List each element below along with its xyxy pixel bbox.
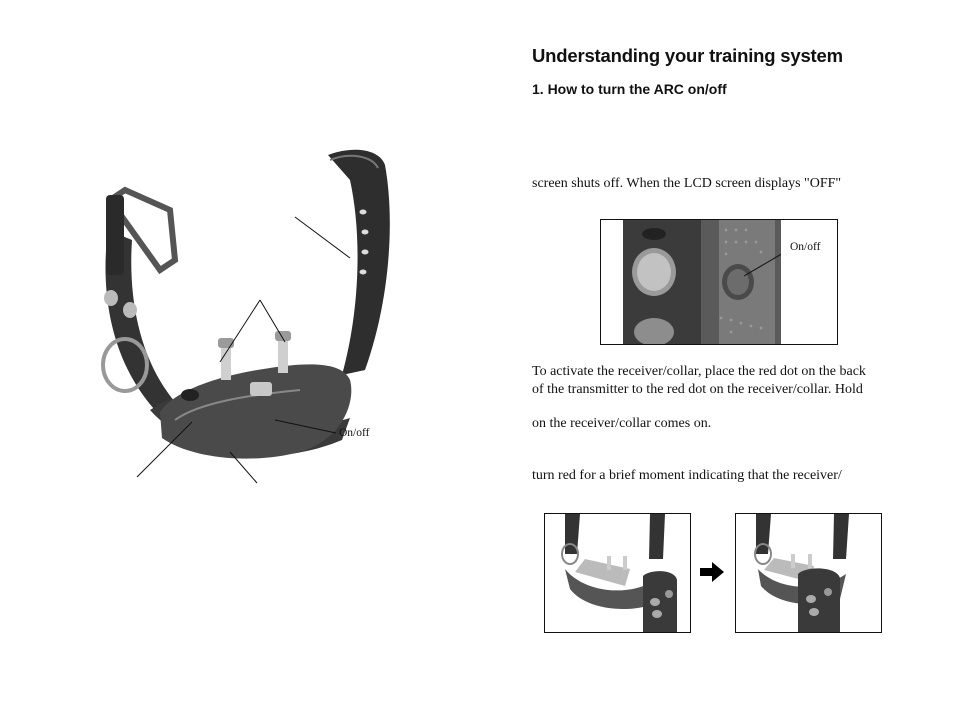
- collar-drawing: [101, 149, 390, 484]
- pairing-photo-after: [735, 513, 882, 633]
- pairing-before-drawing: [561, 514, 677, 632]
- arrow-right-icon: [700, 562, 724, 582]
- paragraph-lcd: screen shuts off. When the LCD screen di…: [532, 176, 842, 191]
- collar-illustration: [80, 140, 410, 490]
- pairing-after-drawing: [754, 514, 849, 632]
- pairing-photo-before: [544, 513, 691, 633]
- transmitter-drawing: [623, 220, 837, 344]
- transmitter-photo: [600, 219, 838, 345]
- section-heading: 1. How to turn the ARC on/off: [532, 81, 727, 97]
- transmitter-on-off-label: On/off: [790, 241, 821, 253]
- collar-on-off-label: On/off: [339, 427, 370, 439]
- paragraph-collar-on: on the receiver/collar comes on.: [532, 416, 712, 431]
- paragraph-activate-line2: of the transmitter to the red dot on the…: [532, 382, 863, 397]
- paragraph-turn-red: turn red for a brief moment indicating t…: [532, 468, 842, 483]
- paragraph-activate-line1: To activate the receiver/collar, place t…: [532, 364, 866, 379]
- page-heading: Understanding your training system: [532, 45, 843, 66]
